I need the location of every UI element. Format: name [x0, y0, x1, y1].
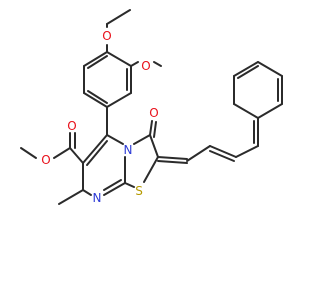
bond [83, 92, 108, 108]
atom-label-o1: O [102, 29, 111, 43]
atom-label-n2: N [93, 191, 102, 205]
bond [149, 120, 153, 136]
bond [20, 147, 37, 159]
bond [143, 156, 159, 183]
bond [58, 189, 84, 205]
bond [106, 134, 124, 145]
bond [209, 150, 235, 162]
bond [87, 90, 108, 104]
bond [87, 55, 108, 69]
atom-label-o3: O [67, 119, 76, 133]
bond [257, 103, 283, 119]
bond [237, 65, 259, 79]
atom-label-s1: S [135, 184, 143, 198]
bond [103, 182, 126, 196]
bond [69, 147, 84, 164]
bond [130, 61, 139, 67]
bonds [20, 9, 283, 205]
bond [153, 61, 162, 67]
structure-canvas: O O O O O N N S [20, 9, 283, 205]
bond [124, 182, 135, 188]
molecule-diagram: O O O O O N N S [20, 9, 283, 205]
bond [83, 51, 108, 67]
bond [133, 134, 151, 145]
atom-label-n1: N [124, 143, 133, 157]
bond [157, 160, 188, 164]
bond [209, 145, 237, 158]
bond [103, 179, 122, 191]
bond [106, 92, 132, 108]
bond [82, 189, 92, 196]
bond [149, 134, 159, 158]
bond [186, 145, 211, 162]
bond [235, 145, 259, 158]
bond [106, 9, 131, 25]
bond [86, 140, 108, 166]
bond [53, 147, 71, 159]
bond [106, 51, 132, 67]
bond [257, 61, 283, 77]
atom-label-o4: O [41, 153, 50, 167]
atom-labels: O O O O O N N S [41, 29, 158, 205]
bond [233, 61, 259, 77]
bond [82, 134, 108, 164]
bond [157, 156, 188, 160]
atom-label-o2: O [141, 59, 150, 73]
atom-label-o5: O [149, 106, 158, 120]
bond [153, 121, 157, 138]
bond [233, 103, 259, 119]
